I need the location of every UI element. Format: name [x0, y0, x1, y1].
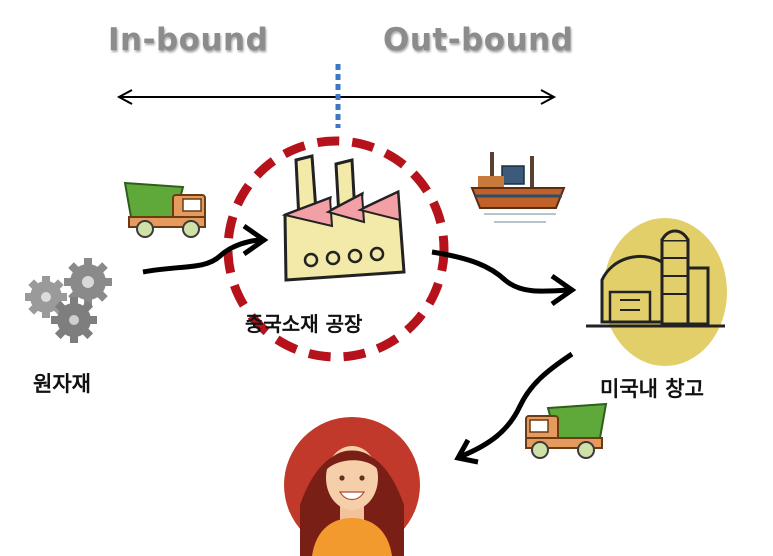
factory-label: 중국소재 공장 [245, 312, 363, 336]
truck-icon [525, 402, 608, 459]
inbound-label: In-bound [108, 22, 269, 58]
raw-material-label: 원자재 [33, 372, 91, 396]
gears-icon [25, 258, 112, 343]
ship-icon [470, 152, 566, 223]
warehouse-label: 미국내 창고 [600, 377, 704, 401]
outbound-label: Out-bound [383, 22, 574, 58]
flow-arrow-inbound [142, 237, 263, 275]
flow-arrow-export [431, 249, 569, 294]
flow-arrow-delivery [461, 351, 574, 459]
factory-icon [281, 154, 406, 282]
warehouse-icon [586, 218, 727, 366]
truck-icon [123, 181, 206, 238]
customer-icon [284, 417, 420, 556]
